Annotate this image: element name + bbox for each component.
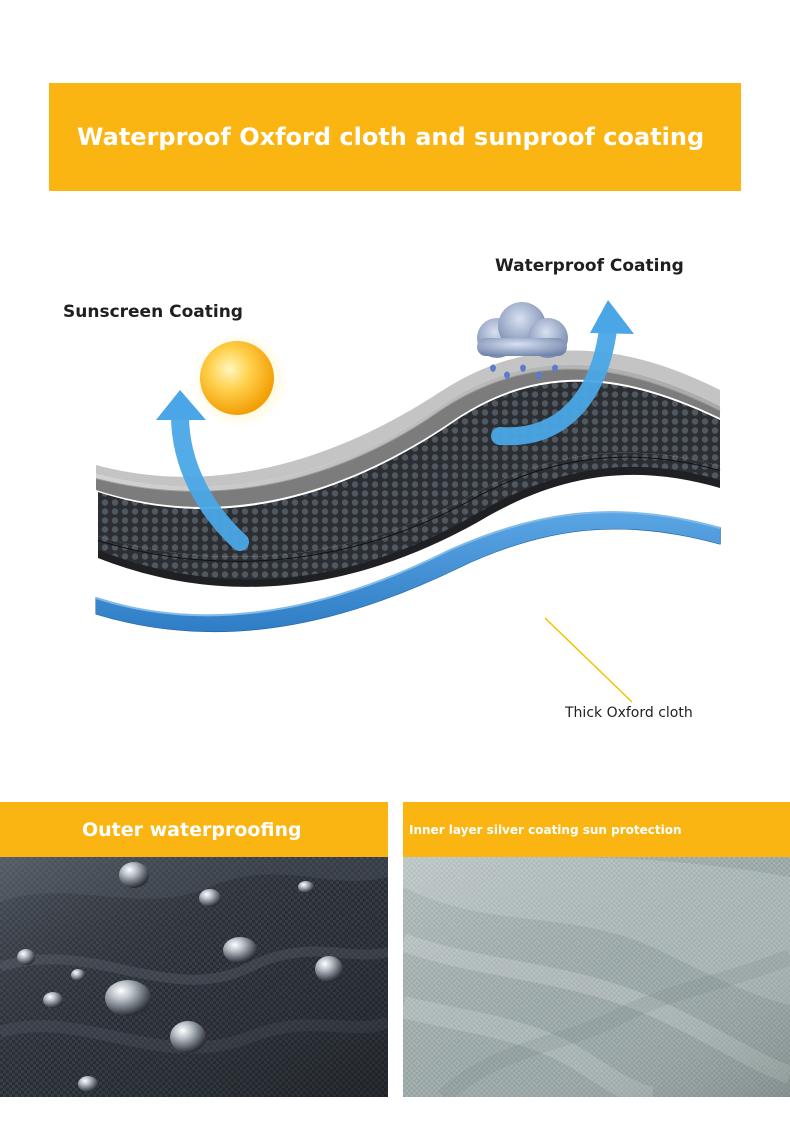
silver-fabric-image <box>403 857 790 1097</box>
outer-waterproofing-panel: Outer waterproofing <box>0 802 388 1097</box>
outer-waterproofing-header: Outer waterproofing <box>0 802 388 857</box>
sunscreen-coating-layer <box>96 368 720 508</box>
layer-illustration <box>95 300 721 703</box>
sunscreen-coating-label: Sunscreen Coating <box>63 302 243 322</box>
oxford-callout-line <box>544 617 633 703</box>
inner-layer-title: Inner layer silver coating sun protectio… <box>409 822 682 837</box>
outer-waterproofing-title: Outer waterproofing <box>82 818 302 841</box>
banner-title: Waterproof Oxford cloth and sunproof coa… <box>77 123 705 151</box>
waterproof-mesh-layer <box>98 456 720 587</box>
left-curved-arrow <box>171 406 249 551</box>
inner-layer-image <box>403 857 790 1097</box>
title-banner: Waterproof Oxford cloth and sunproof coa… <box>49 83 741 191</box>
waterproof-coating-label: Waterproof Coating <box>495 256 684 276</box>
rain-cloud-icon <box>477 302 568 379</box>
right-curved-arrow <box>491 321 617 446</box>
layer-diagram: Sunscreen Coating Waterproof Coating Thi… <box>0 210 790 770</box>
outer-waterproofing-image <box>0 857 388 1097</box>
dark-fabric-image <box>0 857 388 1097</box>
inner-layer-header: Inner layer silver coating sun protectio… <box>403 802 790 857</box>
thick-oxford-cloth-label: Thick Oxford cloth <box>565 705 693 721</box>
inner-layer-panel: Inner layer silver coating sun protectio… <box>403 802 790 1097</box>
sun-icon <box>200 341 274 415</box>
